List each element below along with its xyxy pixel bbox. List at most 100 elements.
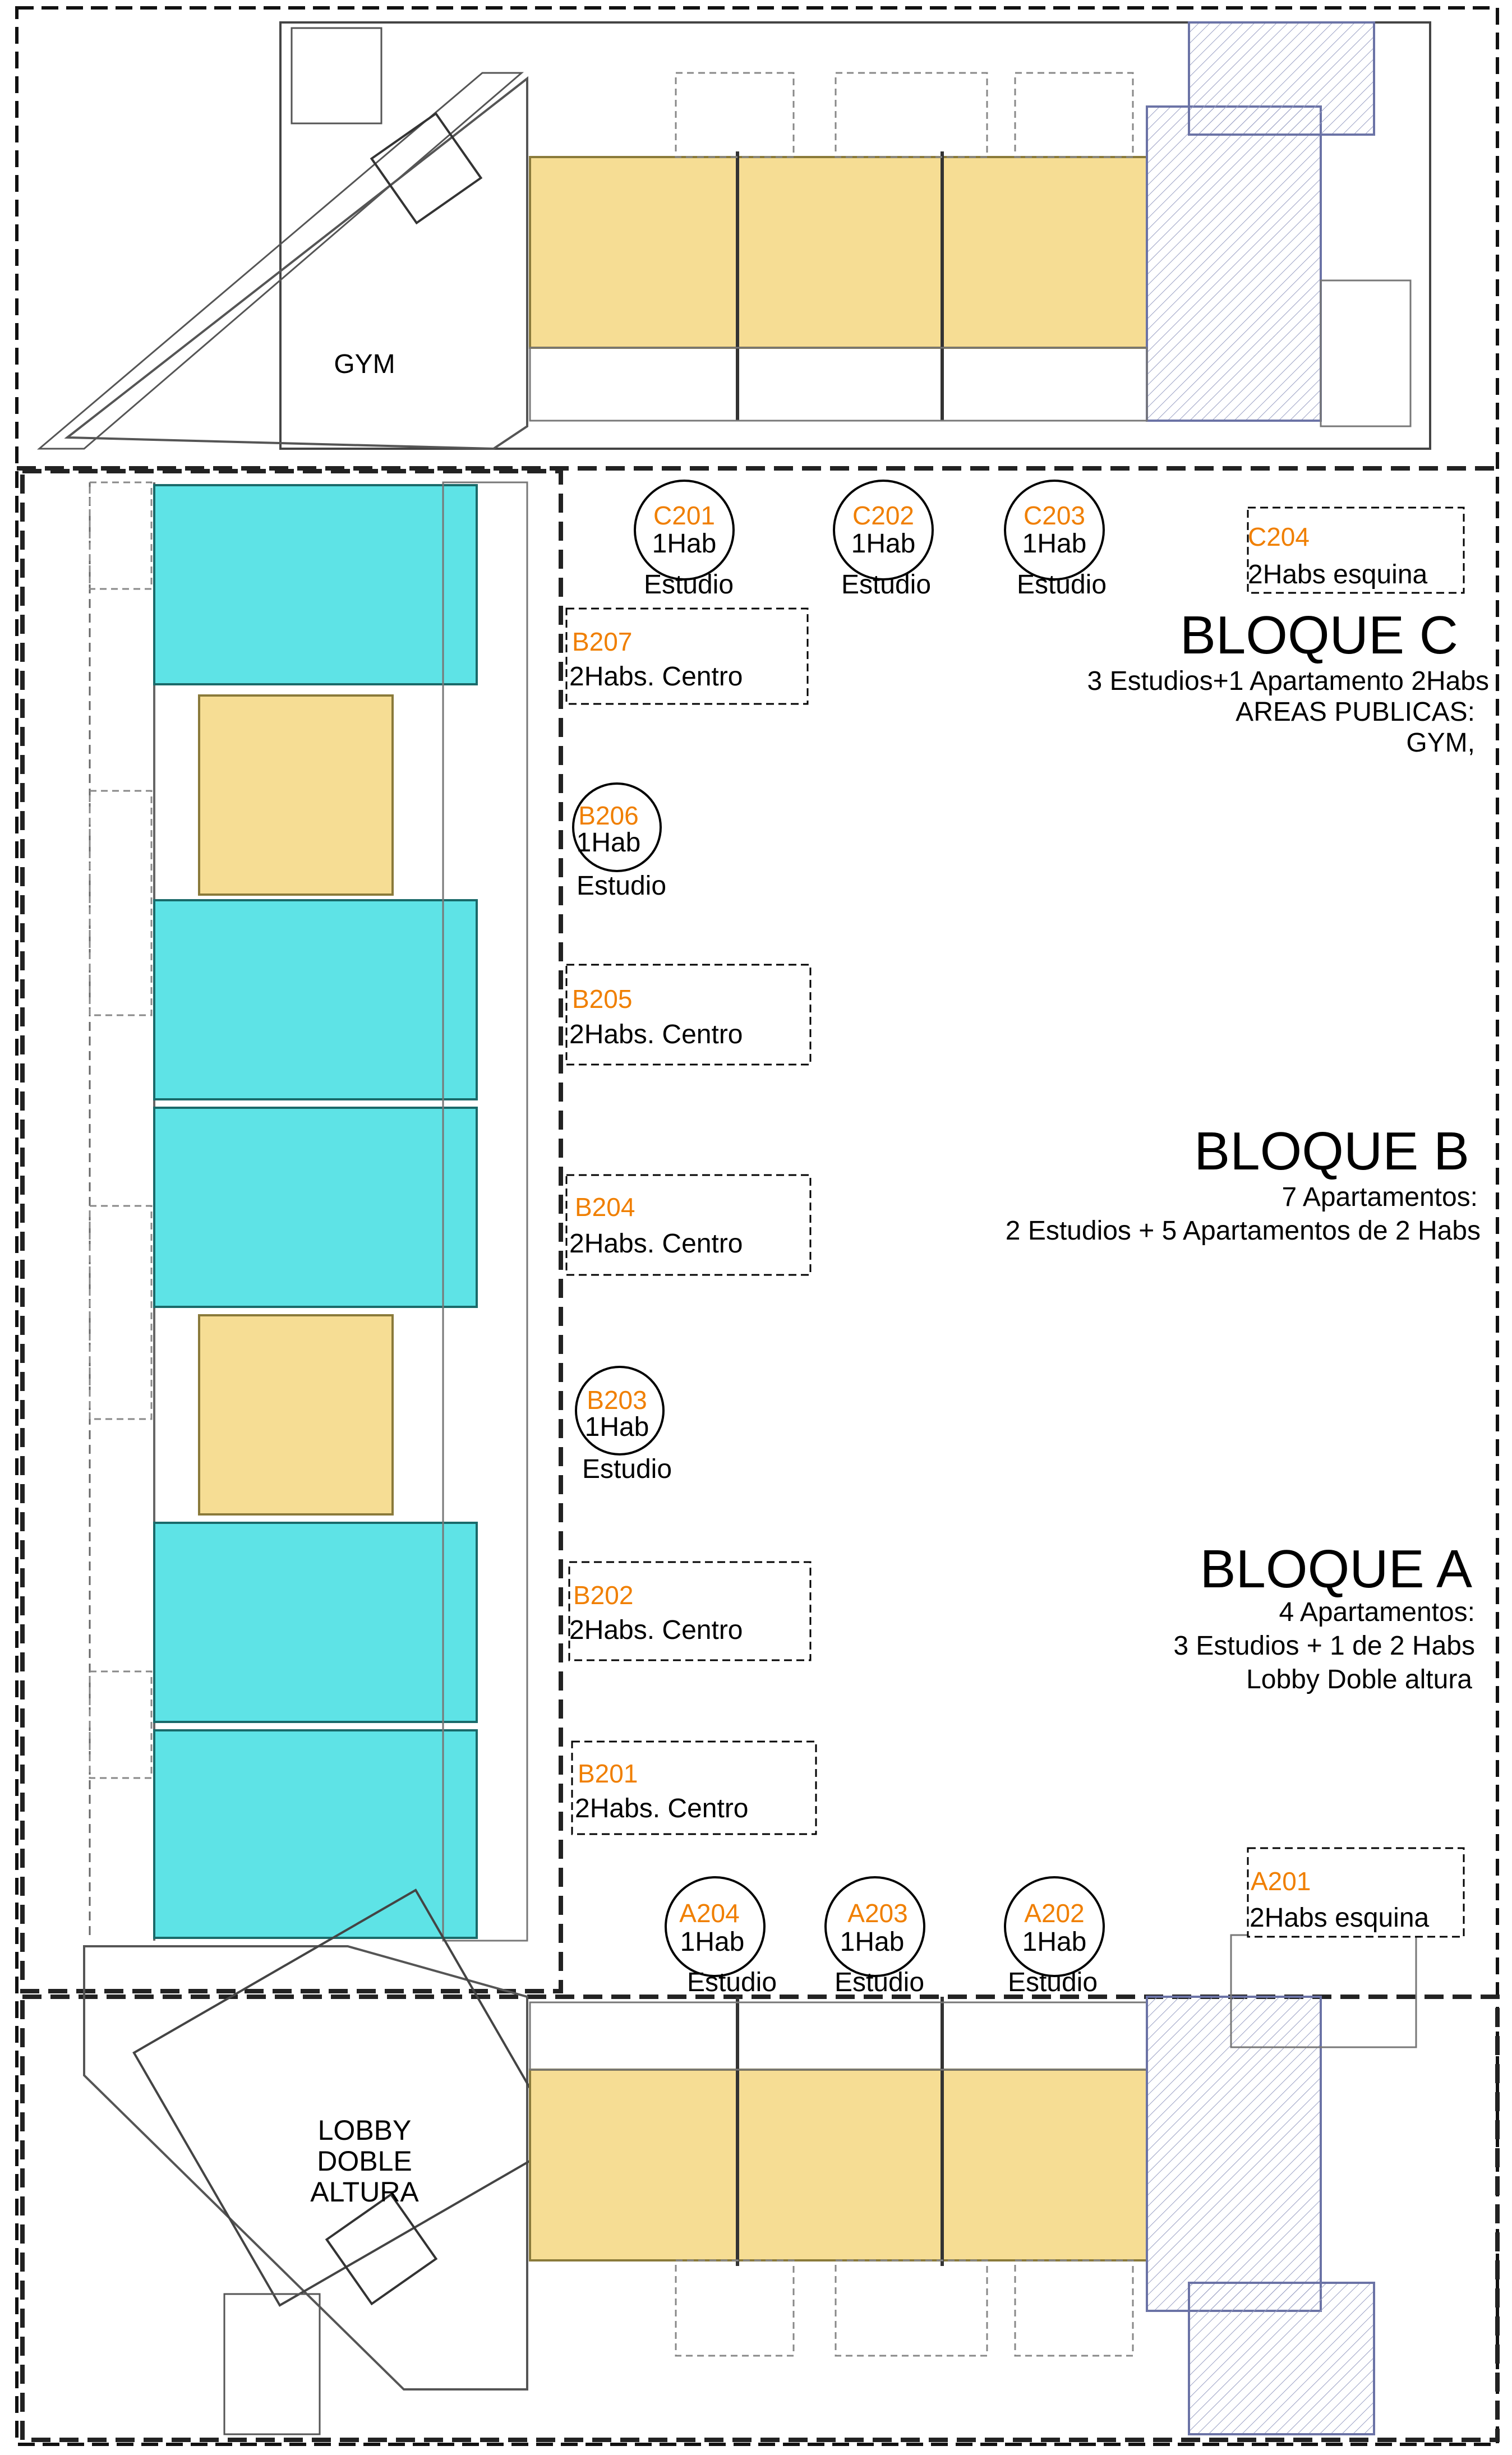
patio <box>89 1205 153 1420</box>
unit-code: C203 <box>1024 501 1085 530</box>
unit-code: B202 <box>573 1581 633 1610</box>
block-c-line-3: GYM, <box>1406 728 1475 758</box>
gym-label: GYM <box>334 349 395 379</box>
unit-code: A202 <box>1024 1899 1084 1928</box>
lobby-area <box>83 1945 528 2390</box>
block-b-title: BLOQUE B <box>1194 1121 1469 1181</box>
lobby-label-line-2: DOBLE <box>317 2145 412 2177</box>
unit-kind: Estudio <box>582 1454 672 1484</box>
dashed-box-tag-icon <box>1247 506 1465 594</box>
unit-code: A204 <box>679 1899 739 1928</box>
unit-type: 2Habs. Centro <box>569 1615 743 1645</box>
unit-type: 2Habs esquina <box>1248 560 1428 589</box>
circle-tag-icon <box>1004 1876 1105 1977</box>
unit-code: B207 <box>572 627 632 656</box>
unit-type: 2Habs esquina <box>1250 1903 1430 1933</box>
gym-ramp <box>36 72 524 450</box>
patio <box>835 72 988 158</box>
block-a-studios <box>529 2069 1148 2261</box>
unit-tag-a203: A203 1Hab Estudio <box>824 1876 925 1997</box>
unit-type: 2Habs. Centro <box>569 662 743 692</box>
circle-tag-icon <box>1004 480 1105 581</box>
unit-code: C204 <box>1248 522 1310 551</box>
unit-tag-b206: B206 1Hab Estudio <box>572 782 666 901</box>
circle-tag-icon <box>833 480 934 581</box>
unit-code: B203 <box>587 1385 647 1415</box>
block-b-line-2: 2 Estudios + 5 Apartamentos de 2 Habs <box>1006 1216 1481 1246</box>
patio <box>89 1670 153 1779</box>
block-b-plan <box>20 469 563 1993</box>
circle-tag-icon <box>575 1366 665 1456</box>
unit-b206-plan <box>198 694 394 896</box>
unit-b203-plan <box>198 1314 394 1516</box>
circle-tag-icon <box>824 1876 925 1977</box>
block-c-plan <box>36 21 1431 450</box>
dashed-box-tag-icon <box>571 1740 817 1835</box>
block-c-line-2: AREAS PUBLICAS: <box>1236 697 1475 727</box>
gym-stair <box>291 27 382 125</box>
block-c-corner-unit <box>1146 105 1322 422</box>
unit-type: 1Hab <box>585 1412 649 1442</box>
block-b-line-1: 7 Apartamentos: <box>1281 1182 1478 1212</box>
unit-type: 1Hab <box>840 1927 905 1957</box>
unit-tag-a204: A204 1Hab Estudio <box>665 1876 777 1997</box>
lobby-label-line-1: LOBBY <box>318 2115 412 2146</box>
unit-code: B206 <box>578 801 638 830</box>
unit-type: 1Hab <box>1022 529 1087 559</box>
lobby-stair <box>223 2293 321 2435</box>
unit-type: 2Habs. Centro <box>569 1020 743 1049</box>
unit-tag-b203: B203 1Hab Estudio <box>575 1366 672 1484</box>
circle-tag-icon <box>665 1876 766 1977</box>
block-a-line-1: 4 Apartamentos: <box>1279 1597 1475 1627</box>
unit-tag-c203: C203 1Hab Estudio <box>1004 480 1107 600</box>
unit-tag-c202: C202 1Hab Estudio <box>833 480 934 600</box>
block-a-boundary <box>20 1995 1500 2442</box>
block-b-boundary <box>20 469 563 1993</box>
patio <box>89 790 153 1016</box>
unit-type: 1Hab <box>1022 1927 1087 1957</box>
unit-tag-b205: B205 2Habs. Centro <box>565 964 812 1066</box>
block-a-title: BLOQUE A <box>1200 1539 1472 1599</box>
unit-kind: Estudio <box>644 570 734 600</box>
unit-kind: Estudio <box>841 570 931 600</box>
dashed-box-tag-icon <box>568 1561 812 1661</box>
unit-code: C202 <box>852 501 914 530</box>
block-c-balconies <box>529 347 1148 422</box>
unit-kind: Estudio <box>577 871 666 901</box>
patio <box>1014 2259 1134 2357</box>
block-c-studios <box>529 156 1148 349</box>
circle-tag-icon <box>634 480 735 581</box>
unit-tag-c204: C204 2Habs esquina <box>1247 506 1465 594</box>
block-a-plan <box>20 1889 1500 2442</box>
dashed-box-tag-icon <box>565 607 809 705</box>
unit-code: B205 <box>572 984 632 1014</box>
dashed-box-tag-icon <box>1247 1847 1465 1938</box>
unit-code: B201 <box>578 1759 638 1788</box>
unit-b204-plan <box>153 1107 478 1308</box>
patio <box>675 72 795 158</box>
patio <box>675 2259 795 2357</box>
unit-code: A201 <box>1251 1867 1311 1896</box>
block-b-terraces <box>442 481 528 1942</box>
unit-kind: Estudio <box>1008 1968 1098 1997</box>
unit-type: 2Habs. Centro <box>569 1229 743 1259</box>
unit-kind: Estudio <box>1017 570 1107 600</box>
block-a-corner-bedroom <box>1188 2282 1375 2435</box>
unit-tag-b207: B207 2Habs. Centro <box>565 607 809 705</box>
unit-tag-a201: A201 2Habs esquina <box>1247 1847 1465 1938</box>
unit-type: 1Hab <box>680 1927 745 1957</box>
block-a-line-3: Lobby Doble altura <box>1246 1665 1472 1694</box>
lobby-double-height <box>132 1889 563 2307</box>
block-c-terrace <box>1320 279 1412 427</box>
unit-b202-plan <box>153 1522 478 1723</box>
unit-type: 1Hab <box>851 529 916 559</box>
unit-tag-b204: B204 2Habs. Centro <box>565 1174 812 1276</box>
unit-tag-b201: B201 2Habs. Centro <box>571 1740 817 1835</box>
unit-b207-plan <box>153 484 478 685</box>
unit-type: 2Habs. Centro <box>575 1794 749 1823</box>
unit-tag-b202: B202 2Habs. Centro <box>568 1561 812 1661</box>
dashed-box-tag-icon <box>565 1174 812 1276</box>
circle-tag-icon <box>572 782 662 872</box>
block-c-corner-bedroom <box>1188 21 1375 136</box>
